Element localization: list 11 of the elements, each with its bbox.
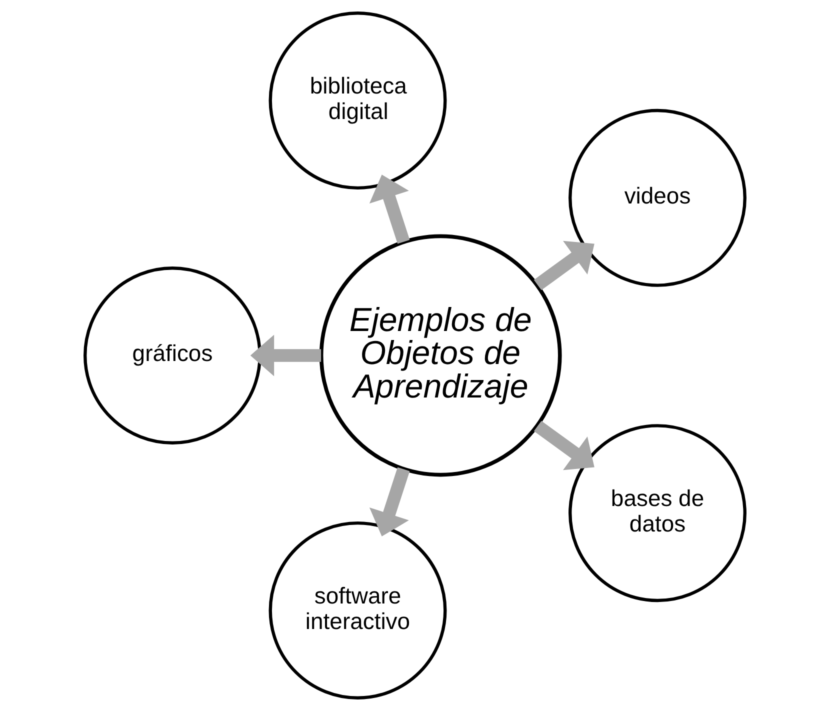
node-circle: videos — [568, 108, 746, 287]
node-circle: gráficos — [84, 266, 262, 444]
node-circle: Ejemplos de Objetos de Aprendizaje — [319, 234, 562, 477]
arrow — [250, 334, 322, 376]
arrow — [534, 240, 594, 290]
node-circle: bases de datos — [568, 424, 746, 602]
node-circle: biblioteca digital — [268, 12, 447, 190]
node-circle: software interactivo — [268, 522, 447, 700]
arrow — [369, 174, 410, 244]
arrow — [534, 420, 594, 470]
arrow — [369, 467, 410, 536]
